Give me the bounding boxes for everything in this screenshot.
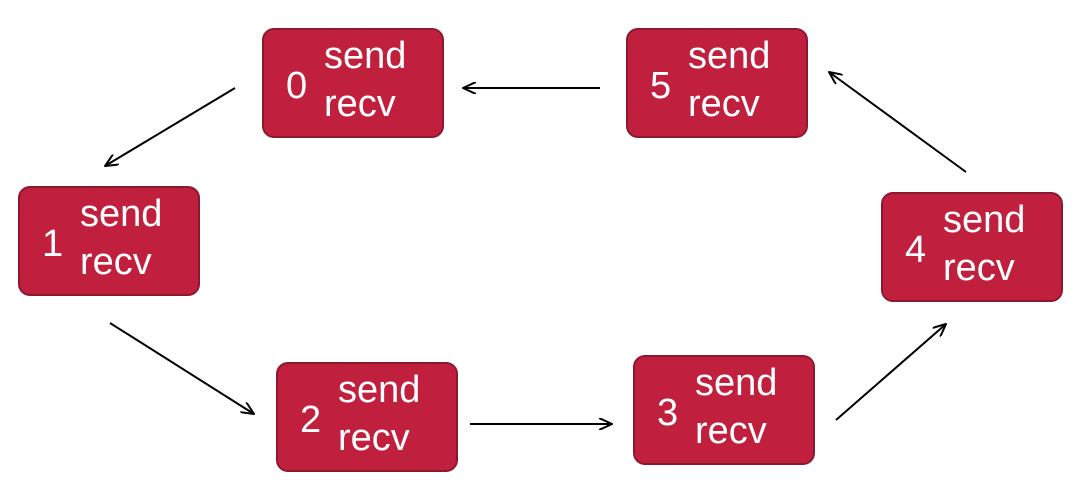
node-recv-label: recv bbox=[324, 83, 396, 125]
process-node-1: 1 send recv bbox=[18, 186, 200, 296]
node-rank: 5 bbox=[650, 65, 672, 107]
process-node-5: 5 send recv bbox=[626, 28, 808, 138]
node-recv-label: recv bbox=[688, 83, 760, 125]
arrow-3-to-4 bbox=[835, 324, 946, 421]
node-recv-label: recv bbox=[695, 410, 767, 452]
process-node-0: 0 send recv bbox=[262, 28, 444, 138]
node-recv-label: recv bbox=[80, 241, 152, 283]
node-send-label: send bbox=[324, 35, 407, 77]
node-rank: 3 bbox=[657, 392, 679, 434]
arrow-4-to-5 bbox=[829, 72, 967, 173]
process-node-4: 4 send recv bbox=[881, 192, 1063, 302]
node-recv-label: recv bbox=[943, 247, 1015, 289]
node-send-label: send bbox=[695, 362, 778, 404]
node-rank: 4 bbox=[905, 229, 927, 271]
node-send-label: send bbox=[688, 35, 771, 77]
arrow-1-to-2 bbox=[109, 322, 254, 414]
process-node-2: 2 send recv bbox=[276, 362, 458, 472]
process-node-3: 3 send recv bbox=[633, 355, 815, 465]
arrow-0-to-1 bbox=[105, 87, 236, 166]
node-rank: 2 bbox=[300, 399, 322, 441]
node-send-label: send bbox=[943, 199, 1026, 241]
node-rank: 1 bbox=[42, 223, 64, 265]
node-send-label: send bbox=[80, 193, 163, 235]
node-send-label: send bbox=[338, 369, 421, 411]
node-recv-label: recv bbox=[338, 417, 410, 459]
node-rank: 0 bbox=[286, 65, 308, 107]
